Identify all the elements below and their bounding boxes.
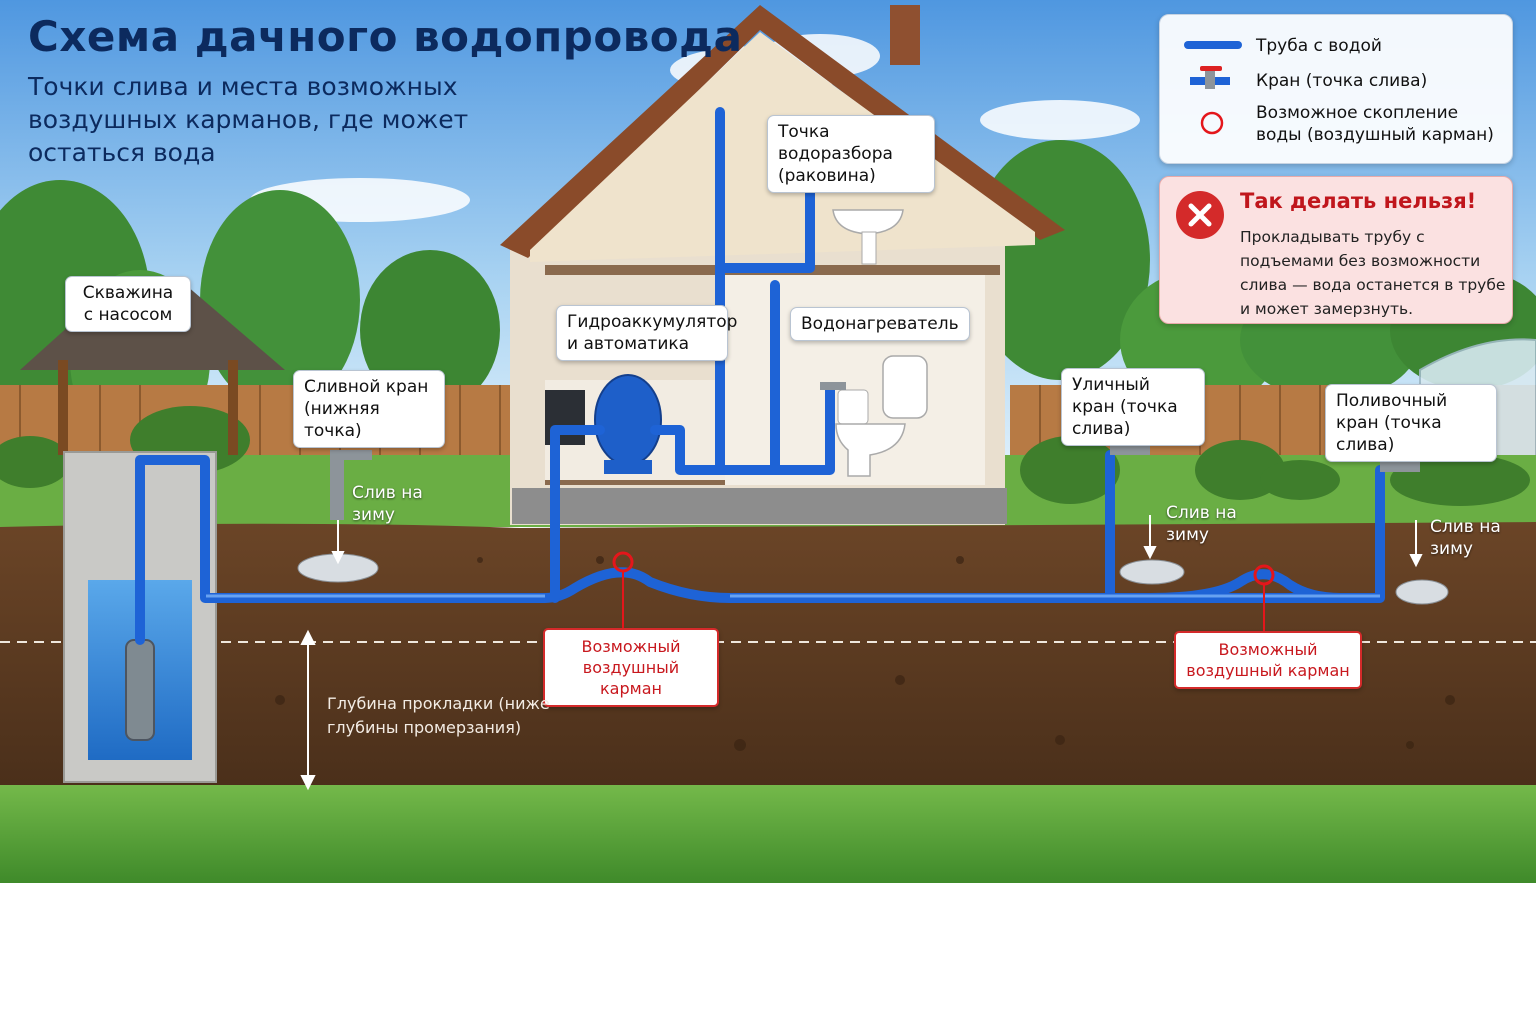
drain-arrows bbox=[331, 515, 1423, 568]
label-well: Скважина с насосом bbox=[65, 276, 191, 332]
bathroom-fixtures bbox=[832, 209, 928, 477]
label-water-heater: Водонагреватель bbox=[790, 307, 970, 341]
soil-cross-section bbox=[0, 522, 1536, 790]
lawn-foreground bbox=[0, 785, 1536, 883]
blue-pipe-icon bbox=[1184, 41, 1242, 49]
legend-pocket-label: Возможное скопление воды (воздушный карм… bbox=[1256, 103, 1494, 145]
tap-icon bbox=[1190, 66, 1230, 89]
label-garden-tap: Поливочный кран (точка слива) bbox=[1325, 384, 1497, 462]
warning-title: Так делать нельзя! bbox=[1240, 189, 1477, 213]
warning-text: Прокладывать трубу с подъемами без возмо… bbox=[1240, 228, 1506, 318]
air-pocket-label-1: Возможный воздушный карман bbox=[543, 628, 719, 707]
drain-label-left: Слив на зиму bbox=[352, 483, 423, 525]
depth-arrow bbox=[300, 629, 316, 791]
air-pocket-label-2: Возможный воздушный карман bbox=[1174, 631, 1362, 689]
drain-label-right: Слив на зиму bbox=[1430, 517, 1501, 559]
soil-stones bbox=[275, 556, 1455, 751]
legend-pipe-label: Труба с водой bbox=[1256, 36, 1382, 56]
page-title: Схема дачного водопровода bbox=[28, 12, 743, 61]
page-subtitle: Точки слива и места возможных воздушных … bbox=[28, 72, 469, 167]
drain-label-middle: Слив на зиму bbox=[1166, 503, 1237, 545]
depth-label: Глубина прокладки (ниже глубины промерза… bbox=[327, 694, 550, 737]
legend-panel: Труба с водой Кран (точка слива) Возможн… bbox=[1159, 14, 1513, 164]
legend-tap-label: Кран (точка слива) bbox=[1256, 71, 1428, 91]
warning-panel: Так делать нельзя! Прокладывать трубу с … bbox=[1159, 176, 1513, 324]
red-circle-icon bbox=[1200, 111, 1224, 135]
label-accumulator: Гидроаккумулятор и автоматика bbox=[556, 305, 737, 361]
label-street-tap: Уличный кран (точка слива) bbox=[1061, 368, 1205, 446]
legend-icons bbox=[1184, 41, 1242, 135]
label-sink: Точка водоразбора (раковина) bbox=[767, 115, 935, 193]
submersible-pump bbox=[125, 639, 155, 741]
gravel-drain-pits bbox=[297, 553, 1449, 605]
label-drain-tap: Сливной кран (нижняя точка) bbox=[293, 370, 445, 448]
red-cross-icon bbox=[1176, 191, 1224, 239]
